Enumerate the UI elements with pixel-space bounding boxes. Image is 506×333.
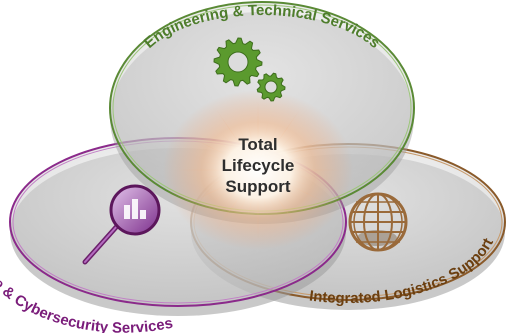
gear-hole	[227, 51, 249, 73]
gear-hole	[264, 80, 278, 94]
center-line-1: Total	[238, 135, 277, 154]
center-label: Total Lifecycle Support	[222, 135, 295, 196]
gears-icon	[213, 37, 286, 102]
magnifier-icon	[82, 184, 161, 265]
center-glow	[163, 90, 353, 250]
center-line-2: Lifecycle	[222, 156, 295, 175]
center-line-3: Support	[225, 177, 290, 196]
globe-icon	[348, 192, 408, 252]
